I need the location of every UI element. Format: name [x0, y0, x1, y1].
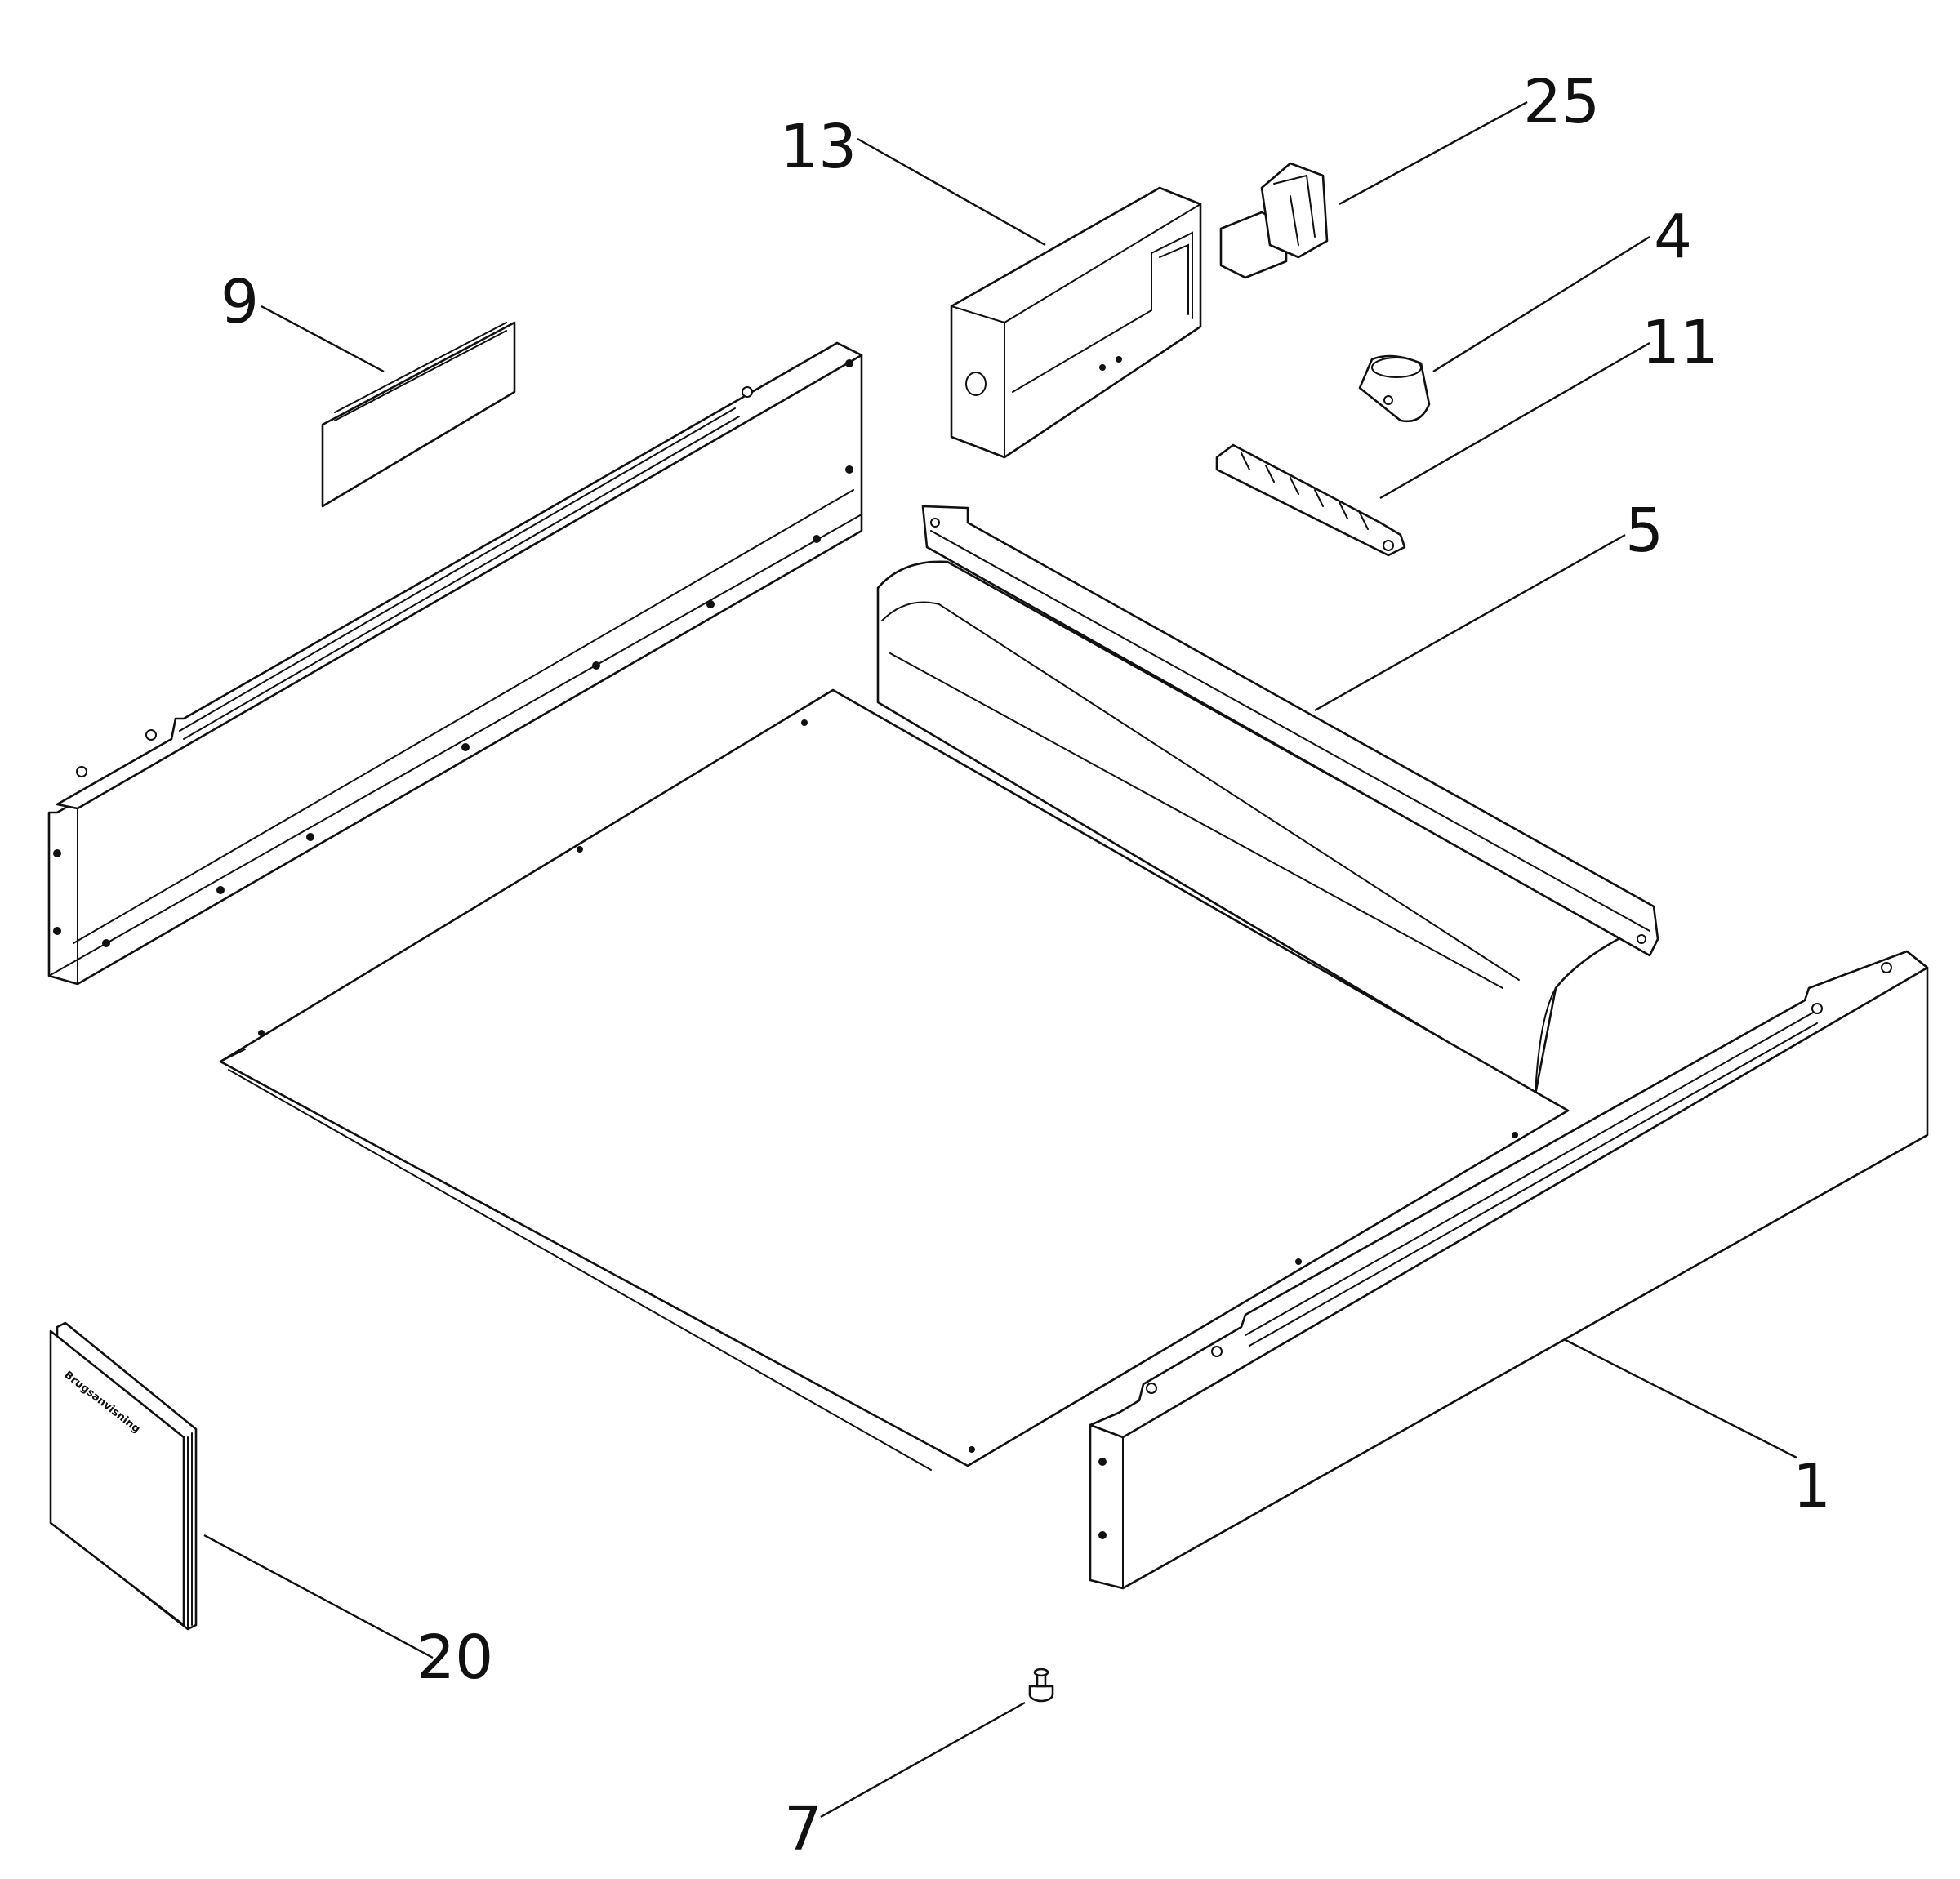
leader-5 — [1314, 533, 1626, 712]
leader-25 — [1339, 100, 1528, 206]
leader-lines — [203, 100, 1797, 1819]
part-1-front-panel — [1089, 950, 1929, 1590]
leader-9 — [261, 305, 385, 373]
callout-1: 1 — [1793, 1451, 1831, 1521]
part-20-user-manual: Brugsanvisning — [49, 1321, 198, 1631]
part-4-knob — [1358, 354, 1431, 423]
callout-labels: 1 4 5 7 9 11 13 20 25 — [220, 67, 1831, 1864]
callout-11: 11 — [1642, 308, 1718, 378]
part-11-terminal-block — [1215, 443, 1406, 557]
callout-5: 5 — [1625, 496, 1664, 566]
part-5-rear-bracket — [921, 505, 1659, 957]
callout-25: 25 — [1523, 67, 1600, 137]
left-side-panel — [47, 341, 863, 986]
callout-4: 4 — [1654, 202, 1692, 272]
leader-7 — [820, 1701, 1026, 1819]
callout-20: 20 — [416, 1623, 493, 1693]
leader-4 — [1432, 235, 1650, 373]
leader-1 — [1563, 1338, 1797, 1459]
part-9-cover-plate — [321, 321, 516, 508]
leader-13 — [857, 137, 1046, 247]
leader-20 — [203, 1534, 434, 1659]
bottom-plate — [219, 688, 1570, 1471]
callout-9: 9 — [220, 267, 259, 337]
part-13-control-box — [950, 186, 1202, 459]
callout-7: 7 — [784, 1794, 822, 1864]
part-25-switch — [1219, 162, 1329, 279]
callout-13: 13 — [780, 112, 857, 182]
leader-11 — [1379, 341, 1650, 500]
part-5-heating-element — [876, 560, 1623, 1096]
part-7-foot — [1028, 1668, 1054, 1703]
